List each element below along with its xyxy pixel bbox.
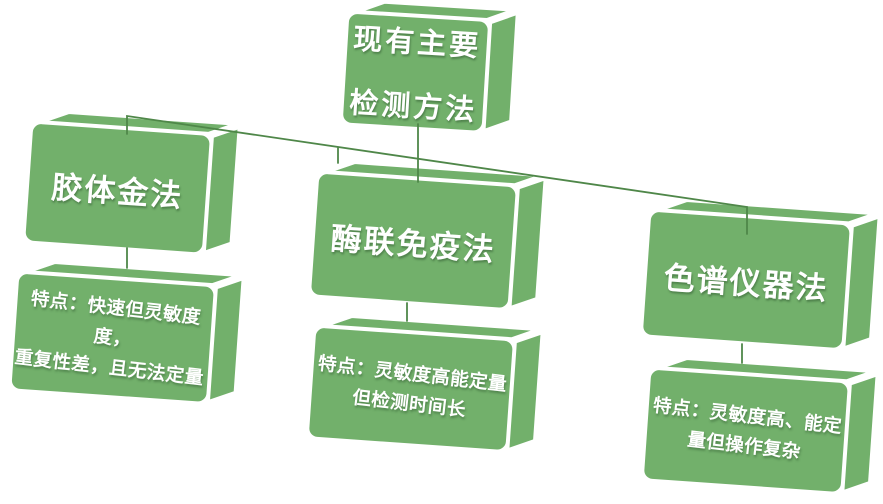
root-label: 现有主要 检测方法 bbox=[341, 12, 490, 132]
node-branch-elisa: 酶联免疫法 bbox=[308, 161, 547, 311]
branch-detail: 特点：灵敏度高能定量 但检测时间长 bbox=[305, 322, 516, 456]
root-label-line2: 检测方法 bbox=[348, 87, 479, 128]
branch-detail: 特点：快速但灵敏度度， 重复性差，且无法定量 bbox=[8, 268, 218, 408]
node-branch-chromatography: 色谱仪器法 bbox=[640, 199, 881, 351]
branch-title: 胶体金法 bbox=[50, 169, 185, 214]
branch-title: 酶联免疫法 bbox=[329, 220, 497, 268]
node-detail-chromatography: 特点：灵敏度高、能定 量但操作复杂 bbox=[641, 357, 879, 495]
node-root-detection-methods: 现有主要 检测方法 bbox=[340, 0, 519, 134]
box-front-face bbox=[8, 271, 217, 405]
branch-detail: 特点：灵敏度高、能定 量但操作复杂 bbox=[640, 364, 851, 498]
node-detail-elisa: 特点：灵敏度高能定量 但检测时间长 bbox=[306, 315, 544, 453]
box-3d-faces bbox=[340, 0, 519, 134]
box-3d-faces bbox=[641, 357, 879, 495]
node-detail-colloidal-gold: 特点：快速但灵敏度度， 重复性差，且无法定量 bbox=[8, 261, 245, 405]
branch-title: 色谱仪器法 bbox=[662, 259, 830, 307]
box-front-face bbox=[641, 367, 851, 495]
box-front-face bbox=[640, 209, 853, 351]
box-3d-faces bbox=[8, 261, 245, 405]
node-branch-colloidal-gold: 胶体金法 bbox=[22, 111, 241, 256]
box-3d-faces bbox=[306, 315, 544, 453]
root-label-line1: 现有主要 bbox=[352, 23, 483, 64]
box-front-face bbox=[306, 325, 516, 453]
